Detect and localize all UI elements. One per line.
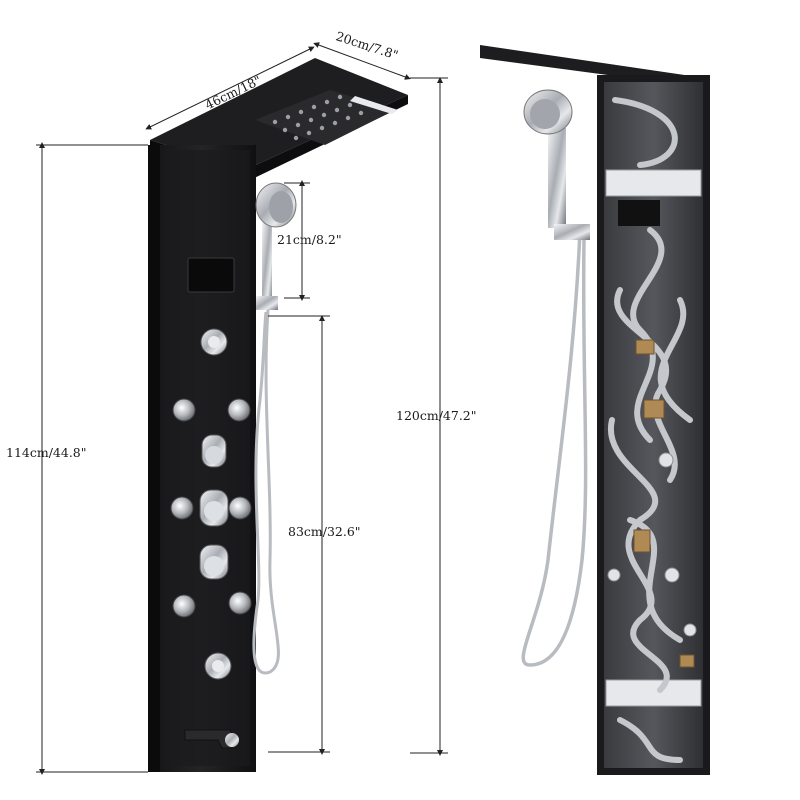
- shower-hose: [252, 309, 280, 675]
- hose-height-label: 83cm/32.6": [288, 524, 361, 539]
- brass-valves: [633, 339, 695, 668]
- head-depth-label: 20cm/7.8": [334, 28, 400, 62]
- temperature-display: [187, 257, 235, 293]
- display-module: [618, 200, 660, 226]
- body-jet: [227, 398, 251, 422]
- total-height-label: 120cm/47.2": [396, 408, 477, 423]
- body-jet: [170, 496, 194, 520]
- dimension-lines-total: [410, 77, 448, 756]
- shower-hose: [521, 229, 588, 667]
- body-jet: [172, 398, 196, 422]
- tub-spout: [184, 729, 237, 749]
- panel-height-label: 114cm/44.8": [6, 445, 87, 460]
- internal-plumbing: [607, 97, 693, 763]
- mounting-bracket: [605, 169, 702, 197]
- back-view-panel: [480, 45, 710, 775]
- body-jet: [228, 591, 252, 615]
- handheld-shower-handle: [262, 222, 272, 308]
- body-jet: [228, 496, 252, 520]
- handheld-holder: [256, 296, 278, 310]
- mounting-bracket: [605, 679, 702, 707]
- handheld-shower-handle: [548, 128, 566, 228]
- body-jet: [172, 594, 196, 618]
- dimension-lines-front: [36, 42, 411, 775]
- handheld-length-label: 21cm/8.2": [277, 232, 342, 247]
- handheld-holder: [554, 224, 590, 240]
- waterfall-spout: [350, 96, 398, 114]
- front-view-panel: [148, 58, 408, 772]
